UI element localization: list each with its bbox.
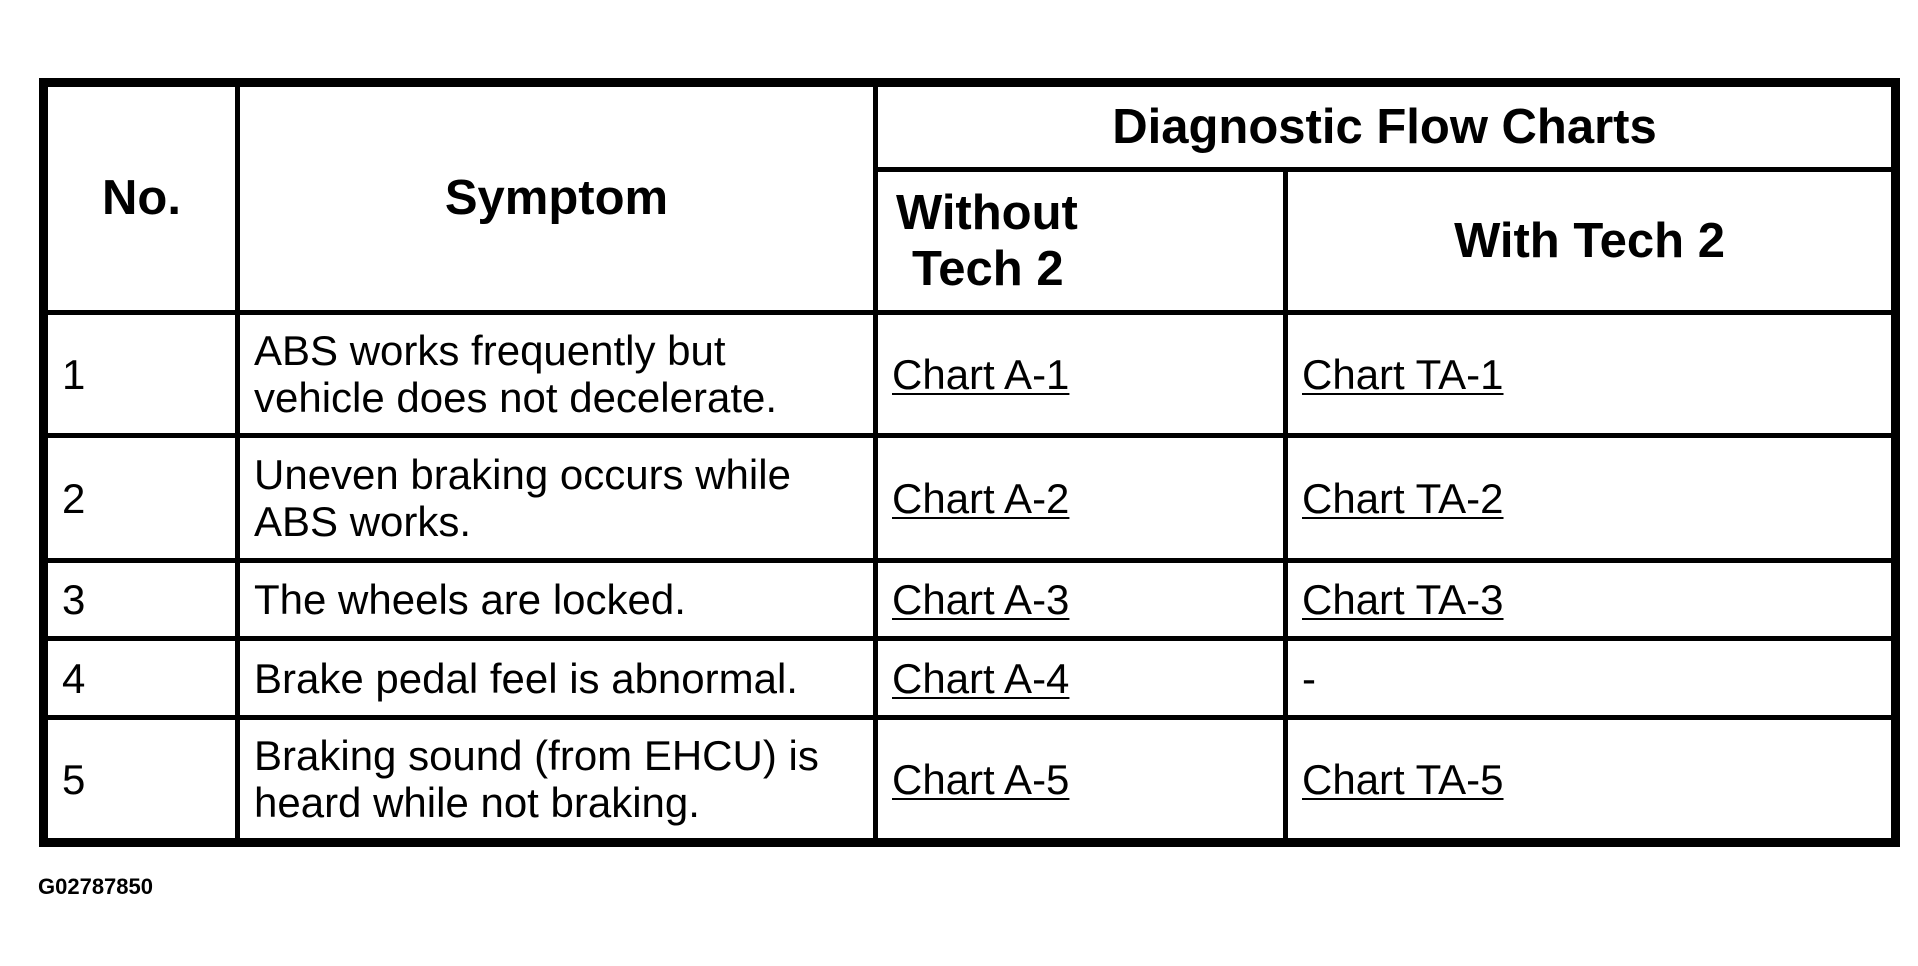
table-row: 4 Brake pedal feel is abnormal. Chart A-…	[41, 636, 1899, 720]
header-without-line1: Without	[896, 185, 1078, 240]
symptom-line: Braking sound (from EHCU) is	[254, 732, 819, 779]
row-with-tech2: Chart TA-5	[1282, 715, 1899, 845]
row-with-tech2: -	[1282, 636, 1899, 720]
chart-link-a3[interactable]: Chart A-3	[892, 576, 1070, 623]
row-with-tech2: Chart TA-2	[1282, 433, 1899, 563]
header-row-top: No. Symptom Diagnostic Flow Charts	[41, 80, 1899, 315]
chart-link-ta3[interactable]: Chart TA-3	[1302, 576, 1504, 623]
chart-link-a5[interactable]: Chart A-5	[892, 755, 1070, 803]
row-no: 4	[41, 636, 240, 720]
row-symptom: The wheels are locked.	[235, 558, 878, 641]
header-without-line2: Tech 2	[912, 242, 1064, 296]
chart-link-a4[interactable]: Chart A-4	[892, 654, 1070, 702]
header-no: No.	[41, 80, 240, 315]
diagnostic-table: No. Symptom Diagnostic Flow Charts Witho…	[39, 78, 1901, 847]
chart-link-ta1[interactable]: Chart TA-1	[1302, 350, 1504, 398]
row-with-tech2: Chart TA-3	[1282, 558, 1899, 641]
row-no: 3	[41, 558, 240, 641]
row-without-tech2: Chart A-1	[873, 310, 1288, 438]
row-no: 1	[41, 310, 240, 438]
symptom-line: vehicle does not decelerate.	[254, 374, 778, 421]
table-row: 3 The wheels are locked. Chart A-3 Chart…	[41, 558, 1899, 641]
header-without-tech2: Without Tech 2	[873, 167, 1288, 315]
header-symptom: Symptom	[235, 80, 878, 315]
chart-link-a1[interactable]: Chart A-1	[892, 350, 1070, 398]
symptom-line: heard while not braking.	[254, 779, 700, 826]
header-with-tech2: With Tech 2	[1282, 167, 1899, 315]
row-without-tech2: Chart A-3	[873, 558, 1288, 641]
chart-link-ta5[interactable]: Chart TA-5	[1302, 755, 1504, 803]
row-no: 5	[41, 715, 240, 845]
symptom-line: Uneven braking occurs while	[254, 451, 791, 498]
row-no: 2	[41, 433, 240, 563]
symptom-line: ABS works.	[254, 498, 472, 545]
chart-link-ta2[interactable]: Chart TA-2	[1302, 474, 1504, 522]
chart-link-a2[interactable]: Chart A-2	[892, 474, 1070, 522]
row-with-tech2: Chart TA-1	[1282, 310, 1899, 438]
header-row-sub: Without Tech 2 With Tech 2	[44, 167, 1899, 315]
header-diagnostic-flow-charts: Diagnostic Flow Charts	[872, 80, 1899, 172]
symptom-line: ABS works frequently but	[254, 327, 726, 374]
row-without-tech2: Chart A-2	[873, 433, 1288, 563]
row-symptom: Brake pedal feel is abnormal.	[235, 636, 878, 720]
row-without-tech2: Chart A-5	[873, 715, 1288, 845]
row-without-tech2: Chart A-4	[873, 636, 1288, 720]
figure-id: G02787850	[38, 874, 153, 899]
